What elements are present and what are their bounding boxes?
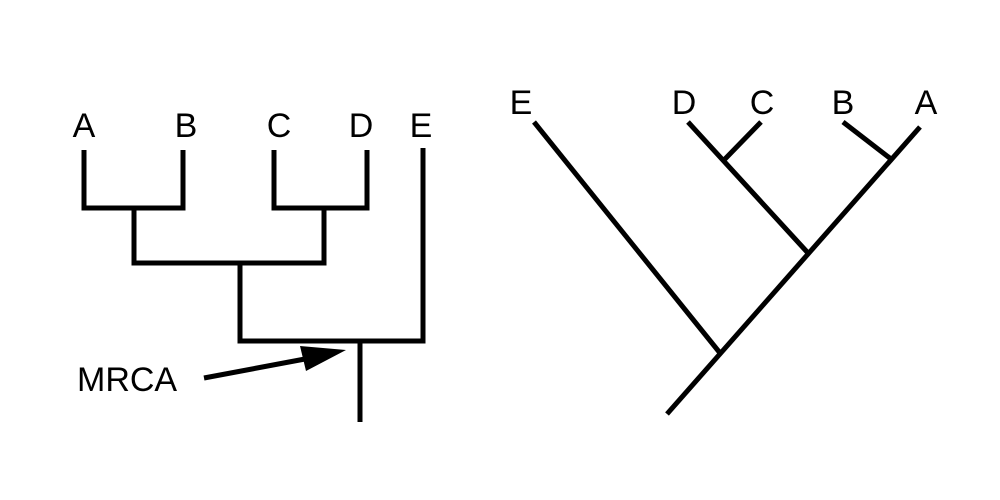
left-taxon-label-c: C	[267, 107, 292, 145]
right-branch-e	[532, 120, 722, 355]
left-branch-root-join	[237, 148, 426, 344]
left-branch-cd	[271, 150, 370, 211]
right-taxon-label-b: B	[832, 84, 855, 122]
mrca-arrow-shaft	[203, 356, 306, 381]
left-tree: A B C D E MRCA	[73, 107, 433, 422]
left-taxon-label-e: E	[410, 107, 433, 145]
right-taxon-label-e: E	[510, 84, 533, 122]
left-branch-ab	[81, 150, 186, 211]
left-taxon-label-b: B	[175, 107, 198, 145]
right-branch-b	[841, 120, 893, 161]
right-branch-dc	[686, 120, 810, 255]
left-branch-abcd	[131, 208, 327, 266]
left-taxon-label-a: A	[73, 107, 96, 145]
right-branch-c	[723, 120, 763, 161]
mrca-arrowhead	[300, 346, 346, 371]
right-tree: E D C B A	[510, 84, 938, 416]
mrca-label: MRCA	[77, 361, 177, 399]
right-taxon-label-a: A	[915, 84, 938, 122]
right-taxon-label-c: C	[750, 84, 775, 122]
right-trunk	[665, 125, 922, 416]
right-taxon-label-d: D	[672, 84, 697, 122]
left-taxon-label-d: D	[349, 107, 374, 145]
